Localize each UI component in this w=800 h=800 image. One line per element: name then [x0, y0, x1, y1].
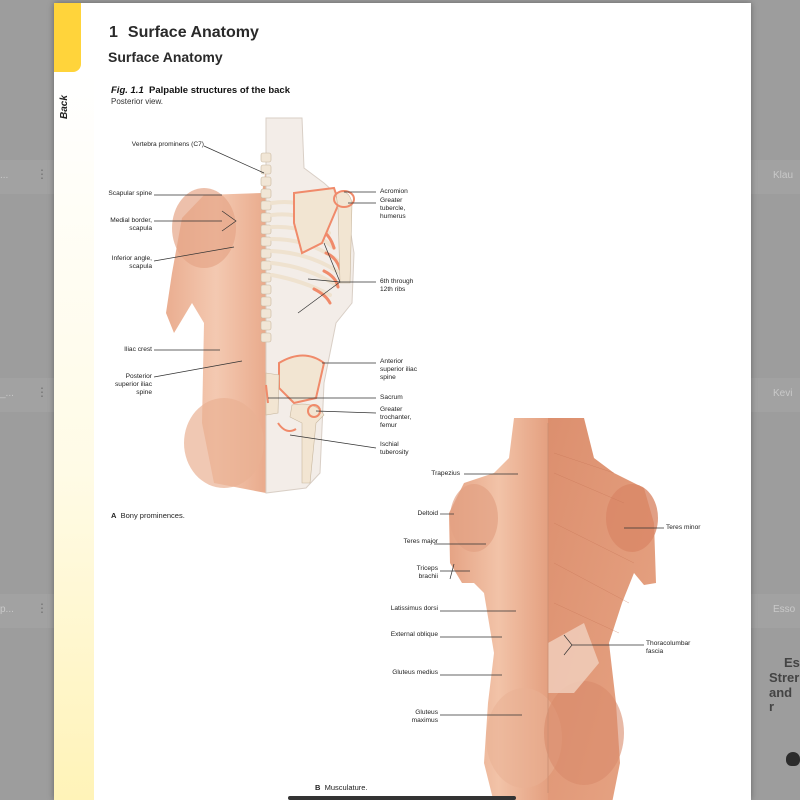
label-ischial-tuberosity: Ischial tuberosity — [380, 441, 409, 456]
horizontal-scrollbar[interactable] — [288, 796, 516, 800]
background-name: Klau — [773, 170, 794, 181]
background-fragment: ... — [0, 170, 9, 181]
label-scapular-spine: Scapular spine — [108, 190, 152, 197]
label-psis: Posterior superior iliac spine — [114, 373, 152, 396]
label-triceps-brachii: Triceps brachii — [416, 565, 438, 580]
label-thoracolumbar-fascia: Thoracolumbar fascia — [646, 640, 691, 655]
label-greater-tubercle: Greater tubercle, humerus — [380, 197, 406, 220]
figure-b-leader-lines — [434, 473, 664, 716]
figure-b-body — [449, 418, 658, 800]
label-teres-major: Teres major — [403, 538, 438, 545]
label-trapezius: Trapezius — [431, 470, 460, 477]
background-fragment: p... — [0, 604, 14, 615]
panel-b-text: Musculature. — [324, 783, 368, 792]
label-medial-border: Medial border, scapula — [110, 217, 152, 232]
label-gluteus-medius: Gluteus medius — [392, 669, 438, 676]
figure-a-body — [166, 117, 355, 494]
page-margin-strip — [54, 72, 94, 800]
label-deltoid: Deltoid — [417, 510, 438, 517]
label-acromion: Acromion — [380, 188, 408, 195]
panel-a-caption: A Bony prominences. — [111, 511, 185, 520]
label-external-oblique: External oblique — [390, 631, 438, 638]
chapter-tab — [54, 3, 81, 72]
chapter-title: Surface Anatomy — [127, 24, 259, 41]
background-name: Esso — [773, 604, 796, 615]
chapter-number: 1 — [109, 24, 118, 41]
label-greater-trochanter: Greater trochanter, femur — [380, 406, 412, 429]
background-fragment: _... — [0, 388, 14, 399]
background-heading: and r — [769, 685, 793, 714]
label-sacrum: Sacrum — [380, 394, 403, 401]
more-options-icon[interactable]: ⋮ — [36, 167, 48, 181]
label-latissimus-dorsi: Latissimus dorsi — [390, 605, 438, 612]
chapter-heading: 1 Surface Anatomy — [109, 24, 259, 42]
section-title: Surface Anatomy — [108, 49, 223, 65]
panel-a-letter: A — [111, 511, 117, 520]
label-asis: Anterior superior iliac spine — [380, 358, 418, 381]
figure-caption: Fig. 1.1 Palpable structures of the back — [111, 85, 290, 96]
background-name: Kevi — [773, 388, 793, 399]
label-gluteus-maximus: Gluteus maximus — [411, 709, 438, 724]
label-ribs: 6th through 12th ribs — [380, 278, 414, 293]
background-heading: Strer — [769, 670, 800, 685]
figure-subtitle: Posterior view. — [111, 97, 164, 106]
anatomy-illustration — [153, 117, 664, 800]
panel-b-caption: B Musculature. — [315, 783, 368, 792]
more-options-icon[interactable]: ⋮ — [36, 385, 48, 399]
label-teres-minor: Teres minor — [666, 524, 701, 531]
more-options-icon[interactable]: ⋮ — [36, 601, 48, 615]
panel-a-text: Bony prominences. — [120, 511, 185, 520]
bell-icon[interactable] — [786, 752, 800, 766]
background-heading: Es — [784, 655, 800, 670]
label-inferior-angle: Inferior angle, scapula — [111, 255, 152, 270]
figure-title: Palpable structures of the back — [149, 85, 290, 96]
figure-label: Fig. 1.1 — [111, 85, 144, 96]
figure-a-leader-lines — [153, 145, 377, 449]
label-iliac-crest: Iliac crest — [124, 346, 152, 353]
panel-b-letter: B — [315, 783, 321, 792]
label-vertebra-prominens: Vertebra prominens (C7) — [131, 141, 204, 148]
